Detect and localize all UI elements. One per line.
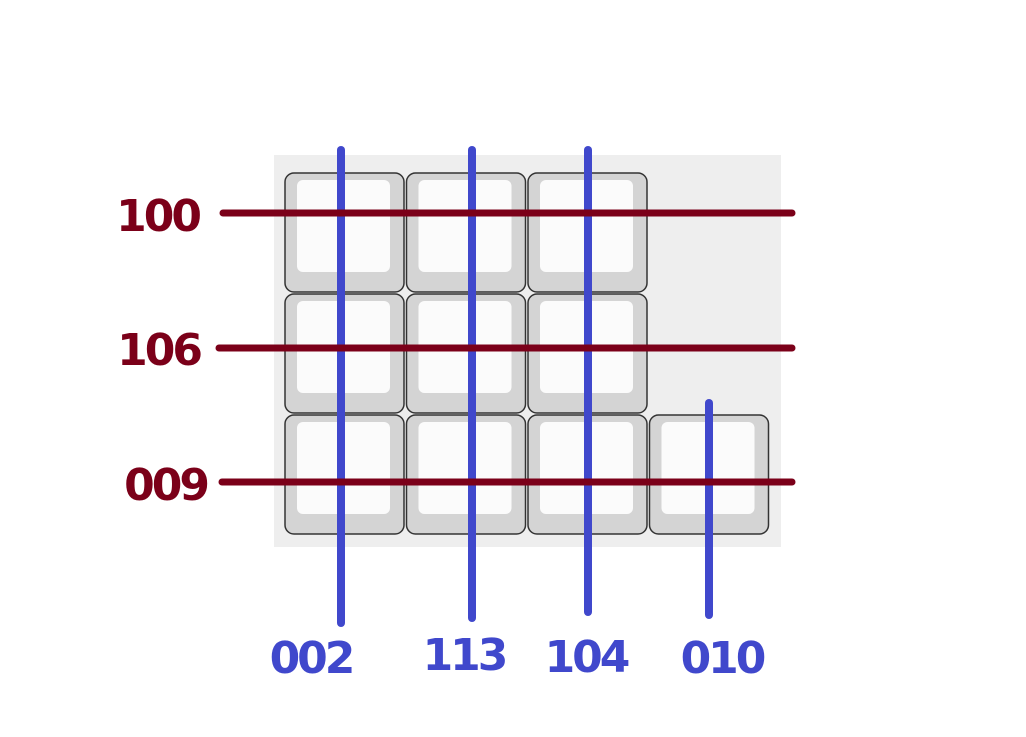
- column-wire-labels: 002 113 104 010: [270, 630, 768, 684]
- row-wire-label: 106: [117, 325, 201, 376]
- keycap-top: [418, 422, 512, 514]
- row-wires: [215, 209, 796, 486]
- column-wire-label: 113: [423, 630, 506, 681]
- column-wire-label: 104: [545, 632, 629, 683]
- row-wire-label: 009: [124, 460, 207, 511]
- column-wire-label: 010: [681, 633, 765, 684]
- keycap-top: [418, 180, 512, 272]
- row-wire-label: 100: [116, 191, 200, 242]
- row-wire-labels: 100 106 009: [116, 191, 210, 511]
- column-wires: [337, 146, 713, 627]
- column-wire-label: 002: [270, 633, 353, 684]
